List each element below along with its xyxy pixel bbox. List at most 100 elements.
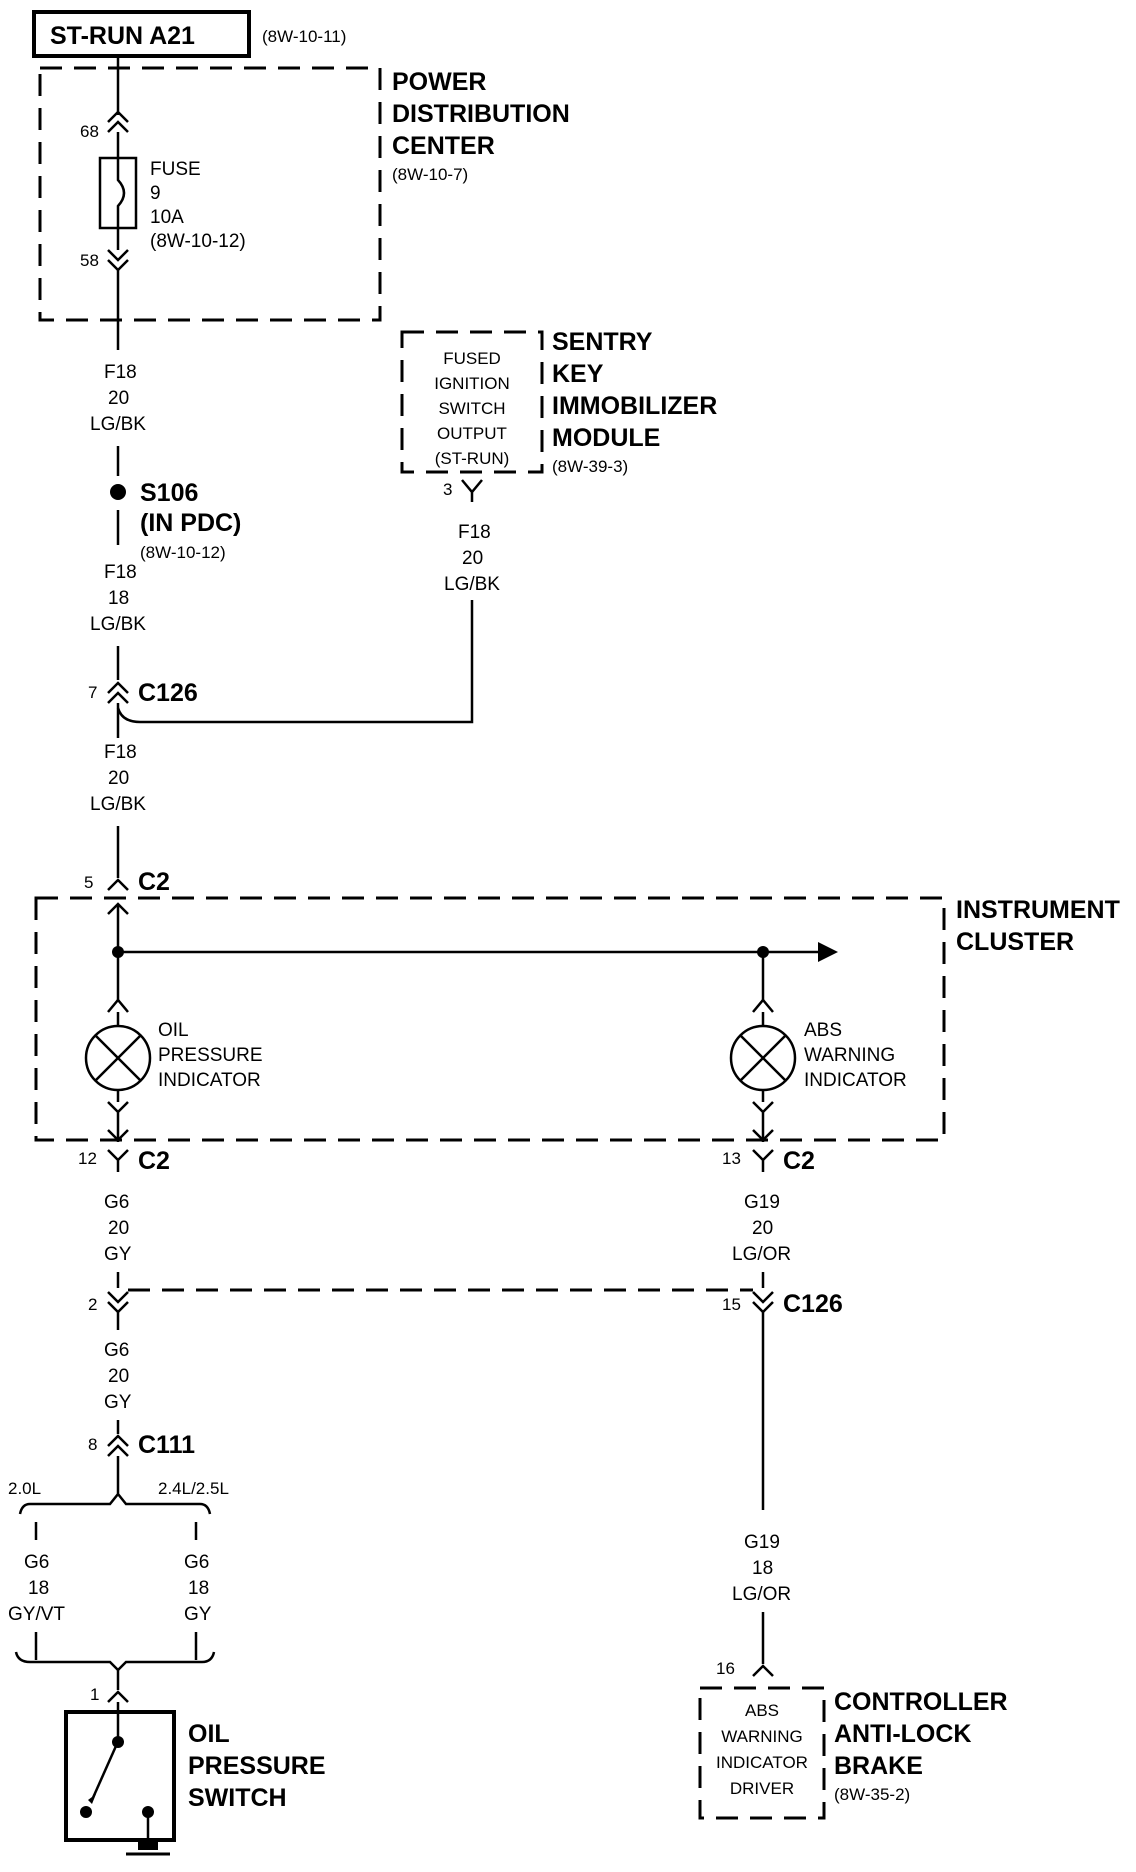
connector-c2-12-symbol [107,1149,129,1172]
variant-left: 2.0L [8,1479,41,1498]
skim-label-2: KEY [552,360,604,388]
wire6-label-1: G19 [744,1192,780,1213]
c2left-pin: 12 [78,1149,97,1168]
pdc-label-2: DISTRIBUTION [392,100,570,128]
wire8-label-2: 18 [28,1578,49,1599]
switch-label-2: PRESSURE [188,1752,326,1780]
lamp-connector [107,1129,129,1142]
wire8-label-3: GY/VT [8,1604,65,1625]
c2top-pin: 5 [84,873,93,892]
oil-ind-1: OIL [158,1020,189,1041]
pdc-ref: (8W-10-7) [392,165,468,184]
skim-box-1: FUSED [443,349,501,368]
wire8-label-1: G6 [24,1552,49,1573]
switch-arm-icon [90,1745,118,1801]
c126b-name: C126 [783,1290,843,1318]
fuse-element [116,158,126,228]
wire1-label-2: 20 [108,388,129,409]
connector-c2-5-symbol [107,878,129,891]
cab-label-1: CONTROLLER [834,1688,1008,1716]
wire7-label-1: G6 [104,1340,129,1361]
c111-pin: 8 [88,1435,97,1454]
wire5-label-2: 20 [108,1218,129,1239]
cab-label-2: ANTI-LOCK [834,1720,971,1748]
wire5-label-1: G6 [104,1192,129,1213]
wire7-label-3: GY [104,1392,132,1413]
cab-pin: 16 [716,1659,735,1678]
skim-pin: 3 [443,480,452,499]
wire9-label-1: G6 [184,1552,209,1573]
pdc-label-3: CENTER [392,132,495,160]
wire-segment [199,1502,212,1515]
source-label: ST-RUN A21 [50,22,195,50]
wire4-label-3: LG/BK [90,794,146,815]
wire-segment [107,1090,129,1142]
wire2-label-3: LG/BK [90,614,146,635]
c2top-name: C2 [138,868,170,896]
lamp-cross [94,1034,142,1082]
source-ref: (8W-10-11) [262,27,346,46]
fuse-label-1: FUSE [150,159,201,180]
skim-ref: (8W-39-3) [552,457,628,476]
lamp-cross [739,1034,787,1082]
wire4-label-2: 20 [108,768,129,789]
connector-cab-16-symbol [752,1664,774,1677]
connector-switch-1-symbol [107,1690,129,1703]
fuse-ref: (8W-10-12) [150,231,246,252]
skim-box-2: IGNITION [434,374,510,393]
wire10-label-2: 18 [752,1558,773,1579]
wire3-label-1: F18 [458,522,491,543]
wire9-label-2: 18 [188,1578,209,1599]
abs-ind-2: WARNING [804,1045,895,1066]
arrow-right-icon [818,942,838,962]
skim-box-3: SWITCH [438,399,505,418]
skim-label-3: IMMOBILIZER [552,392,717,420]
wire7-label-2: 20 [108,1366,129,1387]
switch-label-3: SWITCH [188,1784,287,1812]
splice-name: S106 [140,479,198,507]
c126b-pin-right: 15 [722,1295,741,1314]
cab-box-2: WARNING [721,1727,803,1746]
variant-right: 2.4L/2.5L [158,1479,229,1498]
connector-c111-symbol [107,1434,129,1457]
wire-segment [752,1090,774,1142]
skim-label-4: MODULE [552,424,660,452]
cab-ref: (8W-35-2) [834,1785,910,1804]
pdc-pin-in: 68 [80,122,99,141]
connector-58-symbol [107,249,129,272]
fuse-label-2: 9 [150,183,161,204]
skim-label-1: SENTRY [552,328,653,356]
connector-skim-3-symbol [461,479,483,502]
switch-arrow [88,1794,96,1804]
connector-c126-2-symbol [107,1291,129,1314]
pdc-pin-out: 58 [80,251,99,270]
c126a-pin: 7 [88,683,97,702]
lamp-connector [107,998,129,1013]
wire3-label-3: LG/BK [444,574,500,595]
lamp-connector [752,1129,774,1142]
lamp-connector [752,998,774,1013]
source-box [32,10,251,58]
connector-c2-13-symbol [752,1149,774,1172]
switch-contact [112,1736,124,1748]
oil-ind-2: PRESSURE [158,1045,263,1066]
switch-label-1: OIL [188,1720,230,1748]
wire6-label-3: LG/OR [732,1244,791,1265]
wire10-label-1: G19 [744,1532,780,1553]
switch-contact [80,1806,92,1818]
oil-ind-3: INDICATOR [158,1070,261,1091]
wire2-label-1: F18 [104,562,137,583]
variant-merge-wire [14,1651,216,1672]
skim-feed-wire [116,600,474,724]
c126a-name: C126 [138,679,198,707]
cab-box [698,1686,826,1820]
ground-icon [138,1840,158,1850]
skim-box-4: OUTPUT [437,424,507,443]
c2right-name: C2 [783,1147,815,1175]
cab-label-3: BRAKE [834,1752,923,1780]
switch-pin: 1 [90,1685,99,1704]
skim-box [400,330,544,474]
cab-box-3: INDICATOR [716,1753,808,1772]
c2right-pin: 13 [722,1149,741,1168]
